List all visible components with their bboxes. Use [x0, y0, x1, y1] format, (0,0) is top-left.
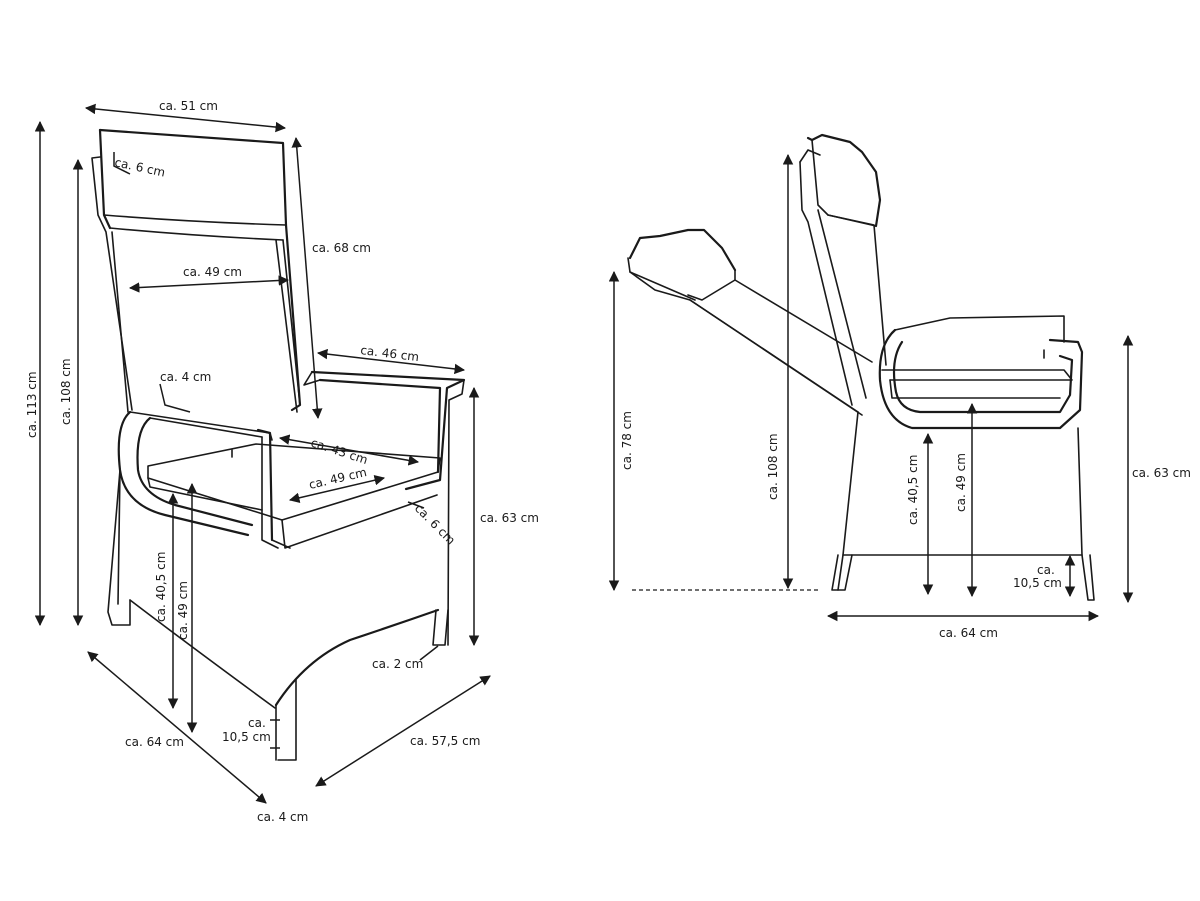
- label-width-total: ca. 57,5 cm: [410, 734, 480, 748]
- label-reclined-height: ca. 78 cm: [620, 411, 634, 470]
- side-view-chair: [627, 133, 1095, 601]
- label-seat-height-cushion: ca. 49 cm: [176, 581, 190, 640]
- label-leg-depth: ca. 4 cm: [257, 810, 308, 824]
- front-view-chair: [91, 128, 466, 761]
- label-seat-height-front: ca. 40,5 cm: [154, 552, 168, 622]
- label-side-foot-clearance-2: 10,5 cm: [1013, 576, 1062, 590]
- label-foot-clearance-2: 10,5 cm: [222, 730, 271, 744]
- label-back-seat-height: ca. 108 cm: [59, 358, 73, 425]
- label-armrest-width: ca. 4 cm: [160, 370, 211, 384]
- label-seat-width: ca. 49 cm: [308, 465, 369, 492]
- label-inner-back-width: ca. 49 cm: [183, 265, 242, 279]
- front-view-labels: ca. 51 cm ca. 6 cm ca. 68 cm ca. 49 cm c…: [25, 99, 539, 824]
- side-view-dimensions: [608, 153, 1134, 622]
- label-back-height: ca. 68 cm: [312, 241, 371, 255]
- label-leg-width: ca. 2 cm: [372, 657, 423, 671]
- label-side-cushion-height: ca. 49 cm: [954, 453, 968, 512]
- label-seat-depth: ca. 43 cm: [309, 436, 369, 468]
- front-view-dimensions: [34, 103, 491, 804]
- label-side-total-height: ca. 108 cm: [766, 433, 780, 500]
- label-side-armrest-height: ca. 63 cm: [1132, 466, 1191, 480]
- label-cushion-thickness: ca. 6 cm: [412, 501, 458, 547]
- label-width-top: ca. 51 cm: [159, 99, 218, 113]
- side-view-labels: ca. 78 cm ca. 108 cm ca. 40,5 cm ca. 49 …: [620, 411, 1191, 640]
- label-side-depth-total: ca. 64 cm: [939, 626, 998, 640]
- label-headrest-depth: ca. 6 cm: [113, 155, 166, 179]
- label-depth-total: ca. 64 cm: [125, 735, 184, 749]
- label-foot-clearance-1: ca.: [248, 716, 266, 730]
- label-side-foot-clearance-1: ca.: [1037, 563, 1055, 577]
- label-total-height: ca. 113 cm: [25, 371, 39, 438]
- label-armrest-height: ca. 63 cm: [480, 511, 539, 525]
- label-side-seat-height: ca. 40,5 cm: [906, 455, 920, 525]
